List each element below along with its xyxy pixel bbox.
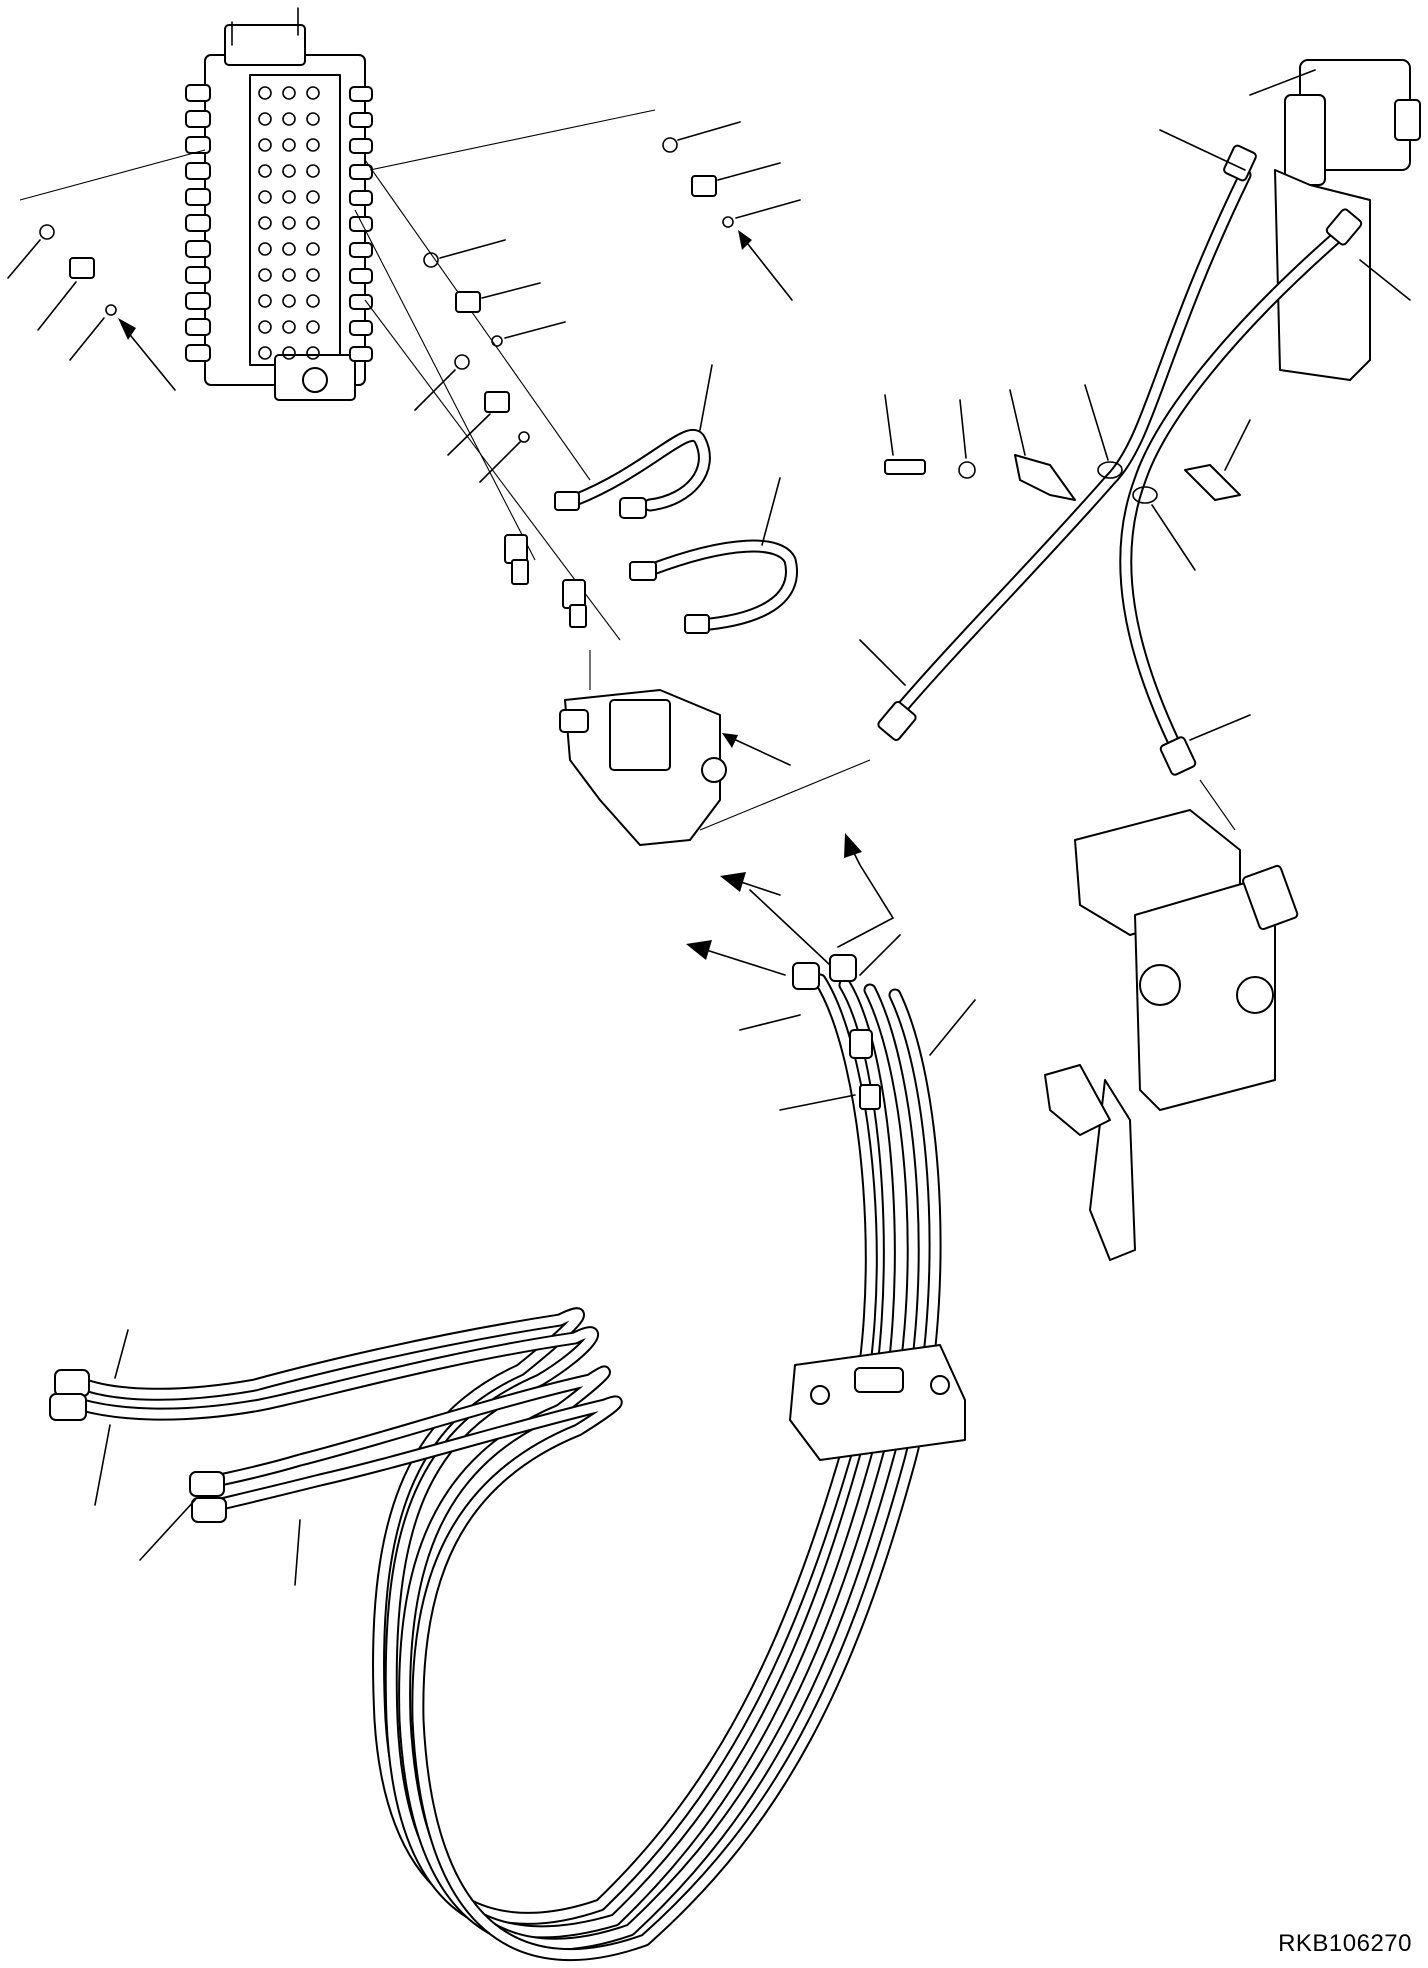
valve-bore — [258, 294, 272, 308]
short-hose-2 — [629, 477, 798, 634]
fittings-middle — [414, 239, 566, 483]
valve-port-right — [349, 268, 373, 284]
valve-port-right — [349, 86, 373, 102]
control-valve-assembly — [185, 7, 373, 401]
direction-arrows — [686, 833, 894, 976]
pedal-valve-assembly — [1044, 779, 1299, 1261]
valve-bore — [258, 268, 272, 282]
valve-port-right — [349, 138, 373, 154]
valve-port-left — [185, 214, 211, 232]
fittings-left — [7, 224, 176, 391]
hose-bundle — [73, 973, 942, 1962]
valve-port-left — [185, 110, 211, 128]
valve-bore — [282, 164, 296, 178]
clamp-hardware — [884, 384, 1251, 571]
pump-hoses — [859, 129, 1411, 776]
valve-port-right — [349, 216, 373, 232]
valve-port-right — [349, 164, 373, 180]
valve-bore — [282, 190, 296, 204]
valve-port-right — [349, 190, 373, 206]
valve-bore — [258, 190, 272, 204]
valve-port-left — [185, 84, 211, 102]
valve-bore — [282, 320, 296, 334]
valve-bore — [306, 242, 320, 256]
valve-bore — [282, 294, 296, 308]
valve-bore — [282, 242, 296, 256]
valve-port-right — [349, 320, 373, 336]
valve-bore — [306, 138, 320, 152]
valve-port-right — [349, 346, 373, 362]
valve-port-left — [185, 266, 211, 284]
valve-bore — [306, 320, 320, 334]
valve-bore — [306, 112, 320, 126]
valve-bore — [282, 268, 296, 282]
valve-bore — [282, 112, 296, 126]
valve-port-left — [185, 136, 211, 154]
valve-bore — [282, 86, 296, 100]
valve-bore — [258, 320, 272, 334]
valve-bore — [306, 216, 320, 230]
valve-port-right — [349, 242, 373, 258]
drawing-code-label: RKB106270 — [1278, 1930, 1412, 1957]
valve-port-left — [185, 318, 211, 336]
valve-bore — [258, 86, 272, 100]
short-hose-1 — [554, 364, 713, 519]
valve-bore — [258, 242, 272, 256]
valve-bore — [258, 138, 272, 152]
valve-bore — [306, 268, 320, 282]
valve-port-left — [185, 188, 211, 206]
fittings-right — [662, 121, 801, 301]
hose-bundle-clamp — [789, 1344, 966, 1461]
valve-bore — [258, 164, 272, 178]
hose-end-fittings — [49, 954, 881, 1523]
valve-port-left — [185, 292, 211, 310]
valve-port-right — [349, 112, 373, 128]
valve-port-left — [185, 240, 211, 258]
valve-bore — [282, 138, 296, 152]
bundle-leader-lines — [94, 934, 976, 1586]
valve-bore — [306, 190, 320, 204]
valve-port-right — [349, 294, 373, 310]
valve-bore — [282, 346, 296, 360]
valve-bore — [306, 294, 320, 308]
valve-port-left — [185, 344, 211, 362]
valve-bore — [258, 346, 272, 360]
valve-bore — [258, 112, 272, 126]
valve-bore — [306, 346, 320, 360]
elbow-fittings — [504, 534, 587, 628]
valve-bore — [306, 164, 320, 178]
valve-bore — [282, 216, 296, 230]
valve-port-left — [185, 162, 211, 180]
valve-bore — [306, 86, 320, 100]
ppc-valve — [559, 650, 871, 846]
valve-bore — [258, 216, 272, 230]
